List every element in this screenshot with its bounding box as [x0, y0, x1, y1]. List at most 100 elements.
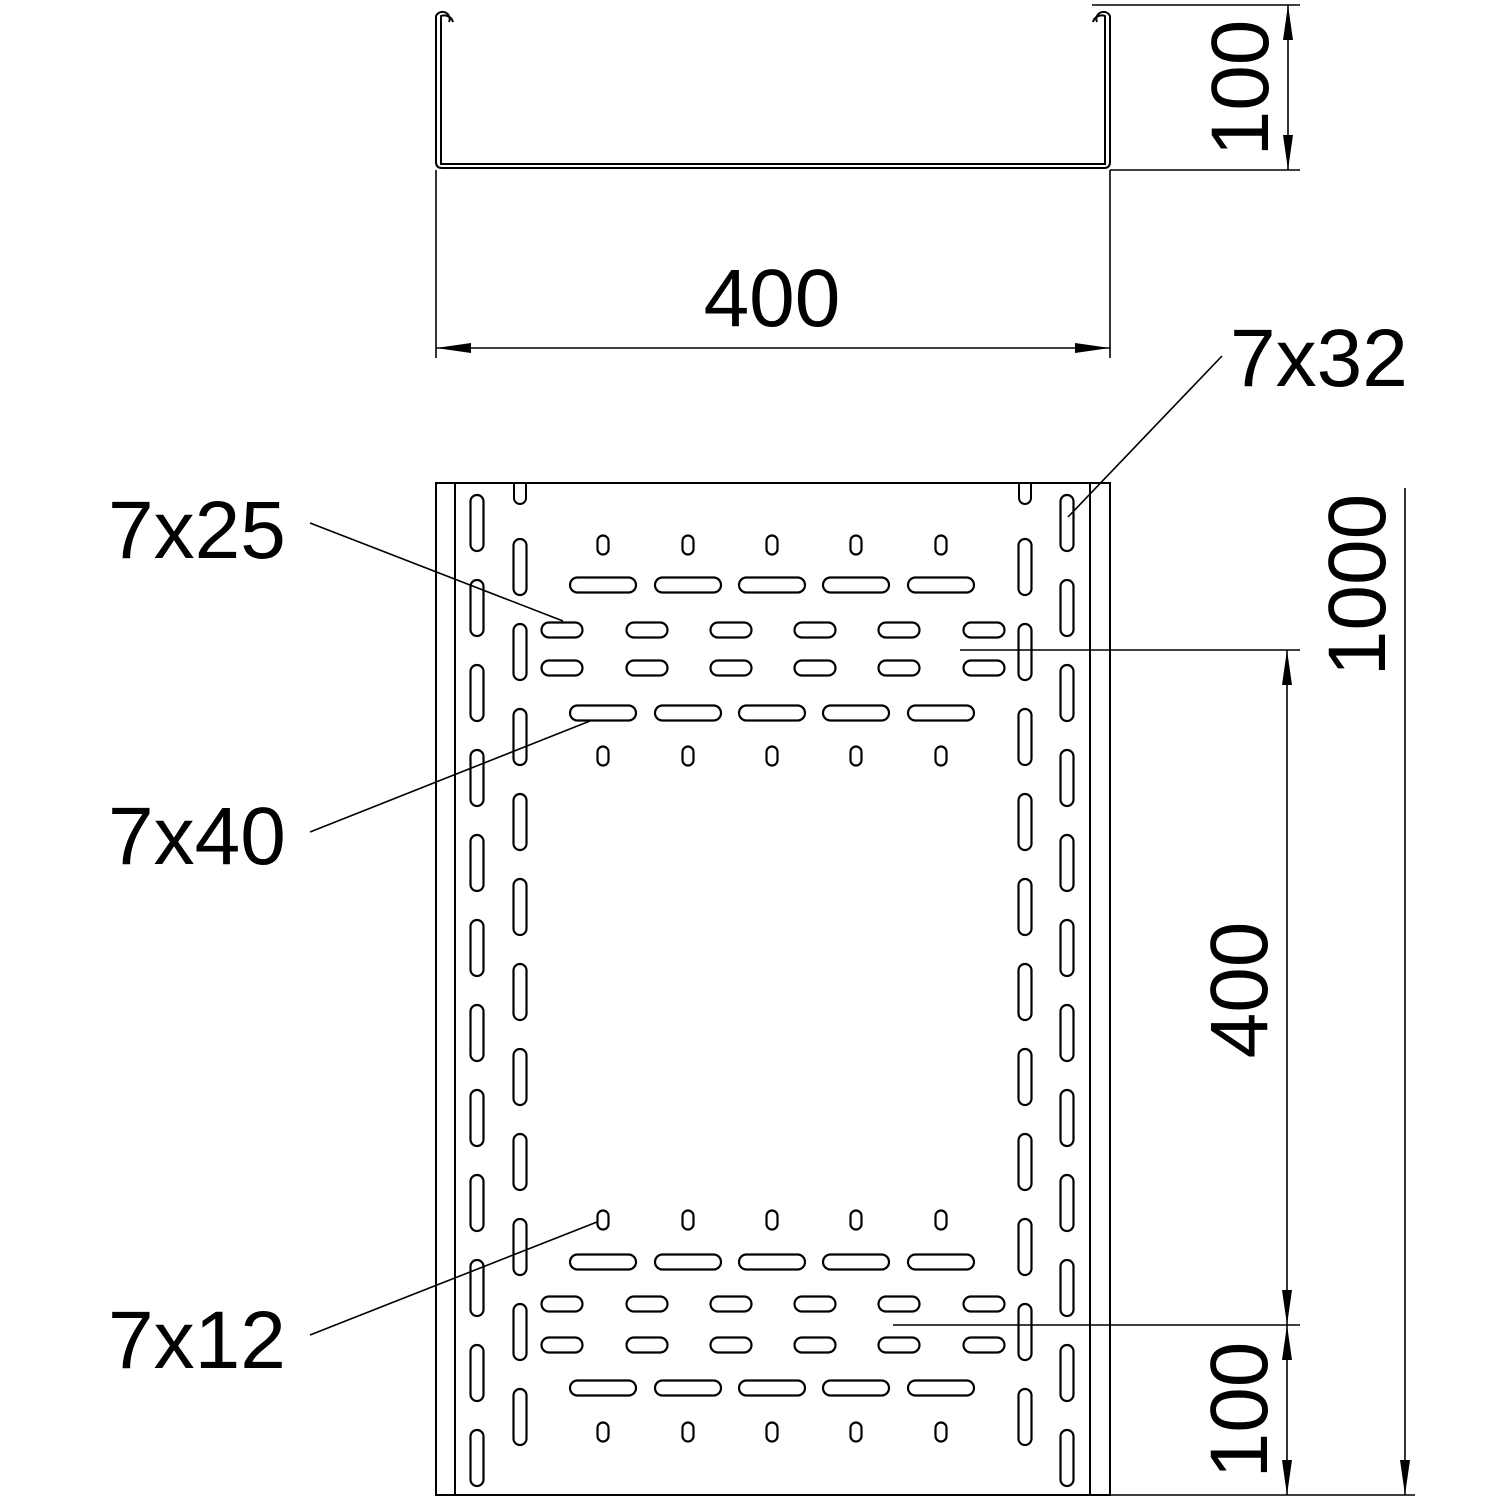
small-hole [596, 534, 610, 556]
side-slot [1017, 537, 1033, 597]
side-slot [469, 578, 485, 638]
short-slot [625, 1295, 669, 1313]
notch-left [513, 483, 527, 505]
side-slot [1059, 493, 1075, 553]
short-slot [540, 1295, 584, 1313]
side-slot [512, 962, 528, 1022]
long-slot [906, 576, 976, 594]
side-slot [469, 1173, 485, 1233]
long-slot [821, 1379, 891, 1397]
side-slot [469, 493, 485, 553]
small-hole [934, 745, 948, 767]
small-hole [765, 745, 779, 767]
width-dim-label: 400 [704, 253, 841, 344]
long-slot [906, 1379, 976, 1397]
long-slot [653, 704, 723, 722]
short-slot [540, 621, 584, 639]
length-dimension: 1000 [1110, 488, 1415, 1496]
side-slot [1017, 1047, 1033, 1107]
side-slot [469, 1428, 485, 1488]
span-dim-label: 400 [1194, 922, 1285, 1059]
small-hole [681, 745, 695, 767]
short-slot-label: 7x25 [108, 485, 286, 576]
notch-right [1018, 483, 1032, 505]
short-slot [877, 1336, 921, 1354]
short-slot [877, 1295, 921, 1313]
callout-short-slot: 7x25 [108, 485, 564, 622]
short-slot [793, 1336, 837, 1354]
side-slot [1059, 1258, 1075, 1318]
length-dim-label: 1000 [1312, 494, 1403, 676]
side-slot [1059, 1343, 1075, 1403]
side-slot [1017, 877, 1033, 937]
side-slot [1059, 578, 1075, 638]
small-hole [596, 1421, 610, 1443]
short-slot [540, 1336, 584, 1354]
side-slot [1059, 1173, 1075, 1233]
side-slot [1017, 1132, 1033, 1192]
long-slot [906, 704, 976, 722]
side-slot [1059, 1088, 1075, 1148]
small-hole [596, 1209, 610, 1231]
small-hole [765, 1209, 779, 1231]
callout-long-slot: 7x40 [108, 720, 591, 882]
short-slot [962, 1336, 1006, 1354]
long-slot [737, 1253, 807, 1271]
side-slot [512, 792, 528, 852]
height-dim-label: 100 [1195, 20, 1286, 157]
small-hole [765, 1421, 779, 1443]
side-slot [469, 1343, 485, 1403]
long-slot [821, 704, 891, 722]
side-slot [469, 1003, 485, 1063]
small-hole [934, 534, 948, 556]
small-hole [681, 1209, 695, 1231]
long-slot [737, 1379, 807, 1397]
side-slot [1017, 1217, 1033, 1277]
small-hole [681, 534, 695, 556]
long-slot [653, 1253, 723, 1271]
side-slot [1017, 962, 1033, 1022]
small-hole [849, 1209, 863, 1231]
side-slot [512, 1302, 528, 1362]
short-slot [793, 621, 837, 639]
long-slot [568, 1379, 638, 1397]
side-slot [512, 537, 528, 597]
short-slot [709, 1336, 753, 1354]
tray-plan-outline [435, 482, 1111, 1496]
side-slot [469, 748, 485, 808]
side-slot [512, 707, 528, 767]
small-hole-label: 7x12 [108, 1295, 286, 1386]
side-slot [1017, 622, 1033, 682]
short-slot [709, 1295, 753, 1313]
small-hole [849, 745, 863, 767]
long-slot [821, 576, 891, 594]
small-hole [849, 1421, 863, 1443]
long-slot [568, 576, 638, 594]
side-slot [469, 1258, 485, 1318]
short-slot [962, 621, 1006, 639]
side-slot [1059, 833, 1075, 893]
side-slot [512, 1047, 528, 1107]
short-slot [625, 621, 669, 639]
long-slot [906, 1253, 976, 1271]
height-dimension-top: 100 [1092, 4, 1300, 171]
small-hole [934, 1209, 948, 1231]
side-slot [1059, 918, 1075, 978]
width-dimension-top: 400 [435, 170, 1111, 358]
short-slot [793, 659, 837, 677]
long-slot [821, 1253, 891, 1271]
long-slot [653, 1379, 723, 1397]
side-slot [512, 1217, 528, 1277]
short-slot [625, 1336, 669, 1354]
callout-side-slot: 7x32 [1067, 313, 1408, 518]
long-slot [653, 576, 723, 594]
long-slot [568, 704, 638, 722]
side-slot [1059, 663, 1075, 723]
long-slot-label: 7x40 [108, 791, 286, 882]
short-slot [625, 659, 669, 677]
short-slot [540, 659, 584, 677]
side-slot [1059, 1428, 1075, 1488]
side-slot-label: 7x32 [1230, 313, 1408, 404]
side-slot [1017, 707, 1033, 767]
